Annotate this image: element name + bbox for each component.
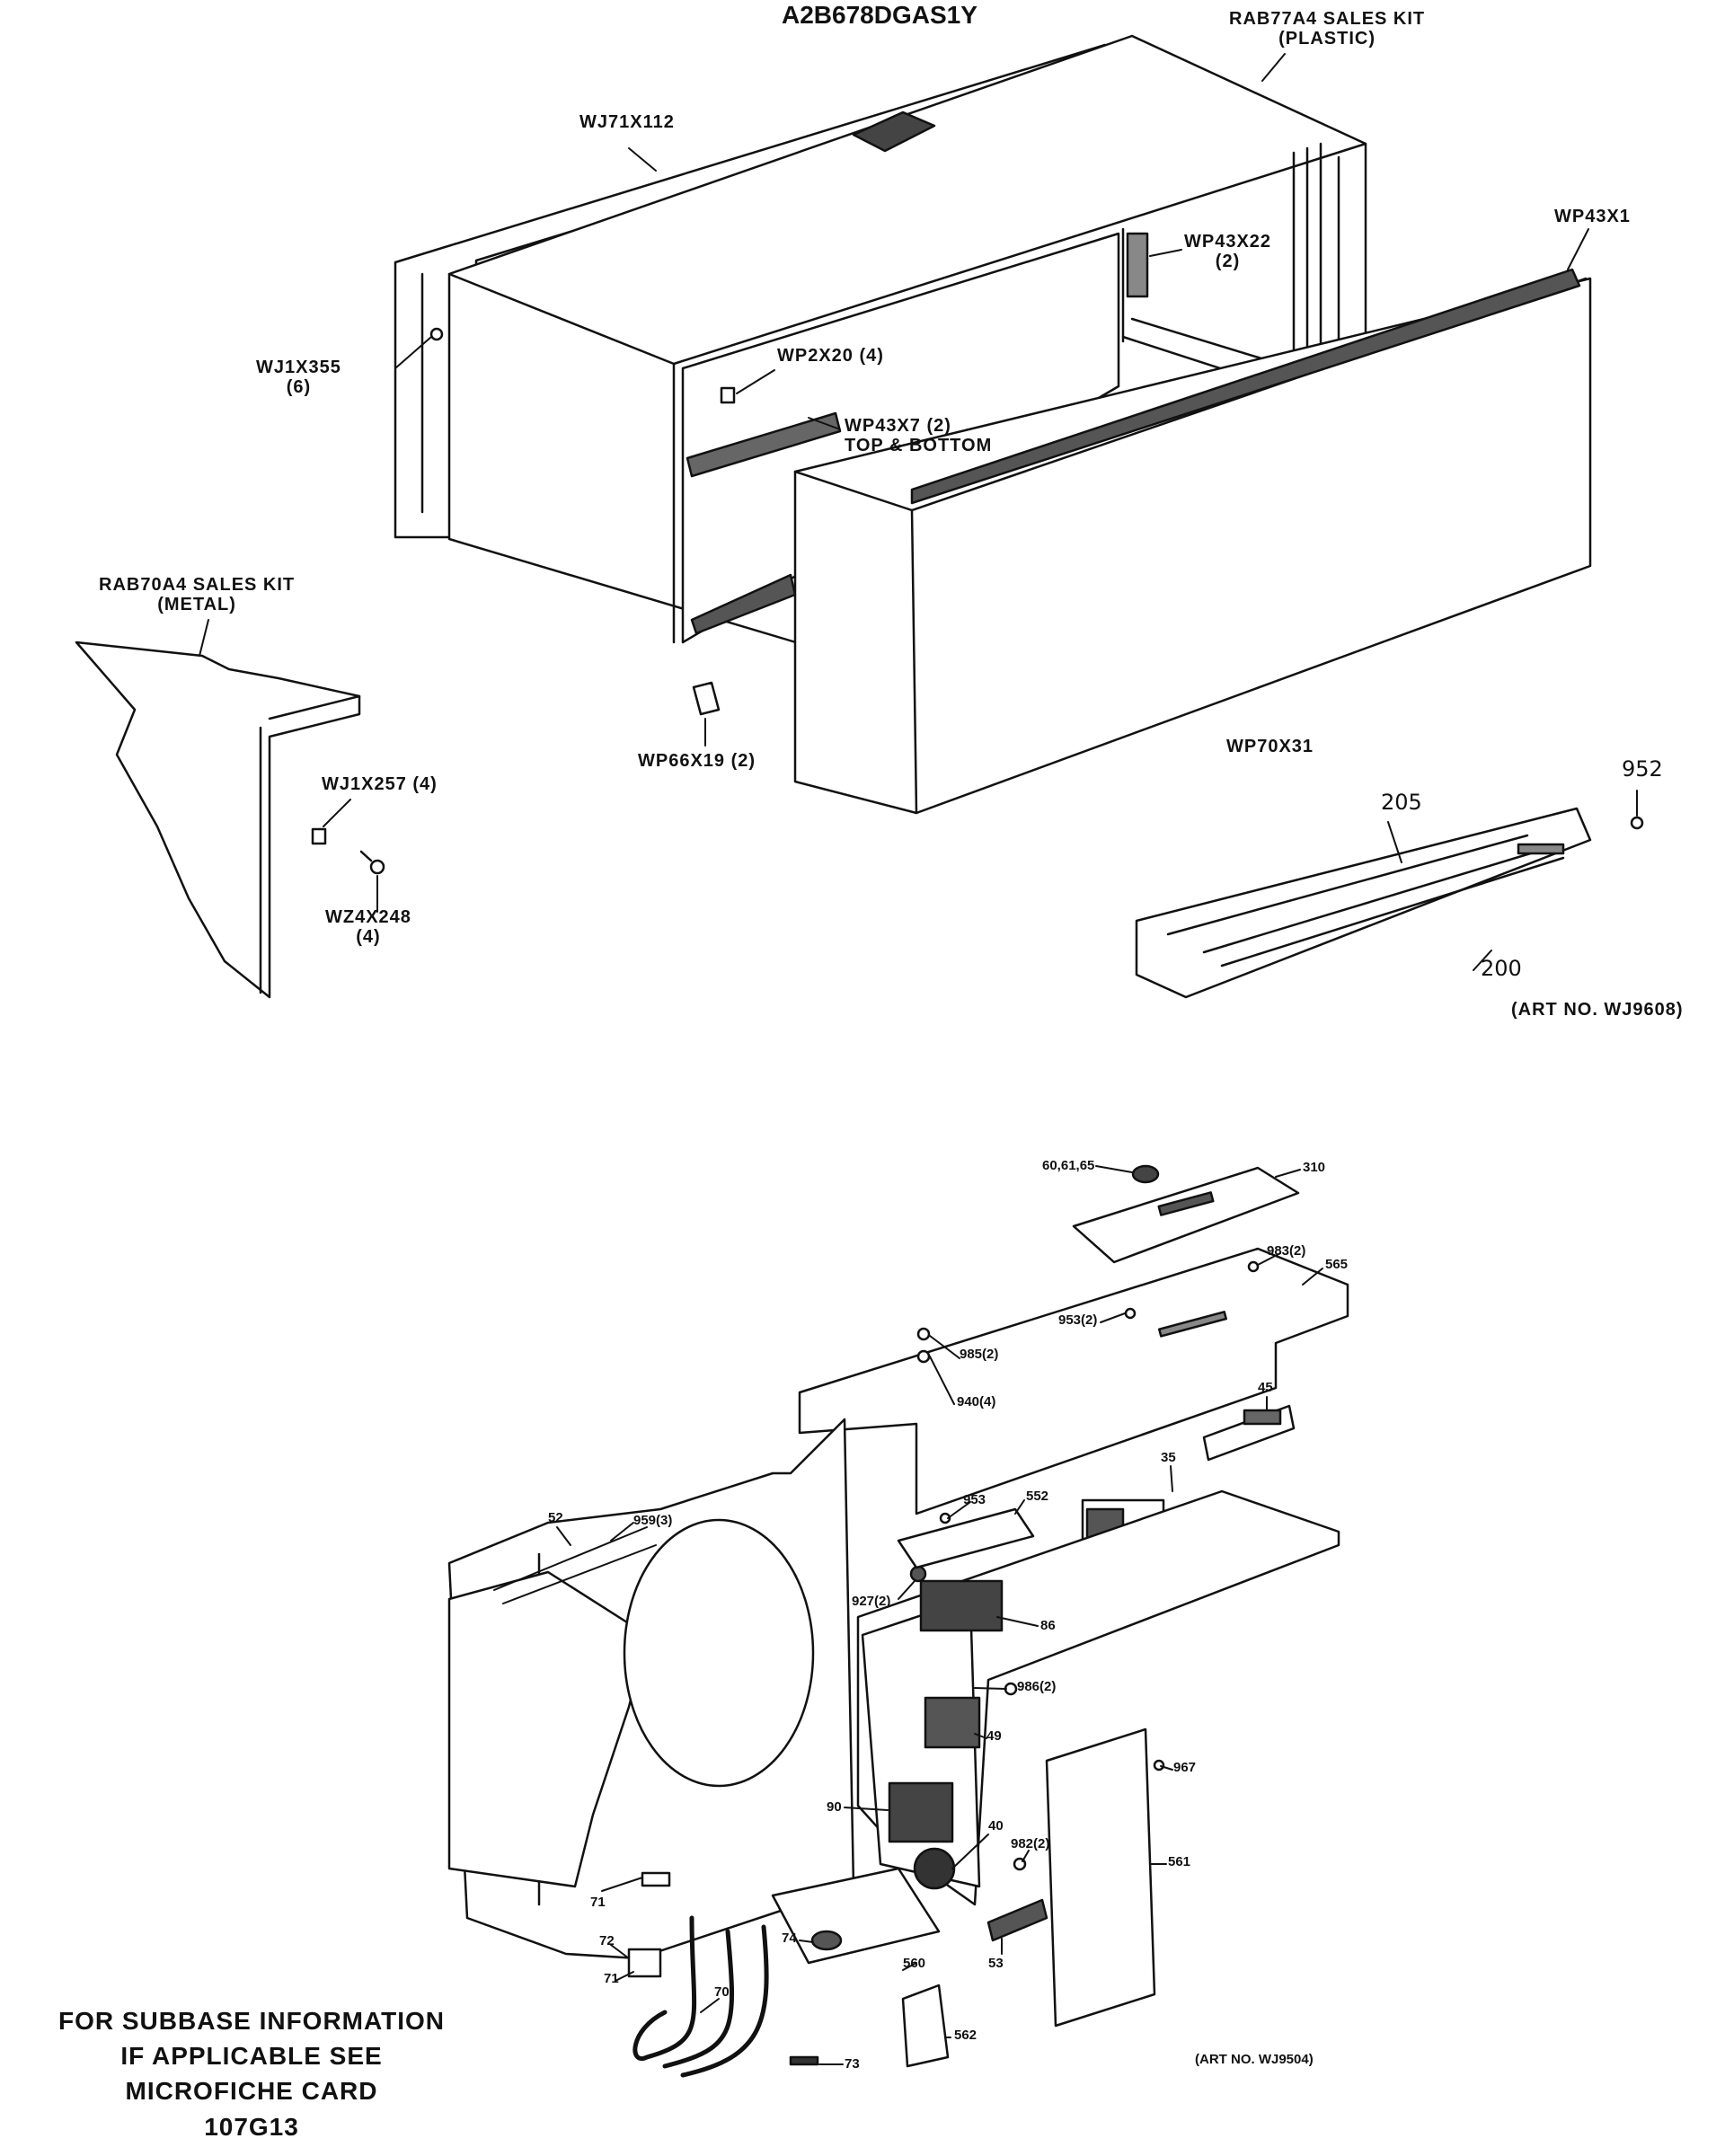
label-52: 52	[548, 1510, 563, 1525]
label-562: 562	[954, 2028, 978, 2043]
label-552: 552	[1026, 1489, 1049, 1504]
label-986: 986(2)	[1017, 1679, 1057, 1694]
label-wp66x19: WP66X19 (2)	[638, 751, 756, 771]
label-wj71x112: WJ71X112	[579, 112, 675, 132]
label-952: 952	[1622, 756, 1663, 782]
chassis-assembly	[447, 1164, 1349, 2078]
label-927: 927(2)	[852, 1594, 891, 1609]
label-wp43x22: WP43X22 (2)	[1184, 232, 1272, 271]
label-74: 74	[782, 1931, 797, 1946]
label-wp43x7: WP43X7 (2) TOP & BOTTOM	[845, 416, 993, 455]
label-53: 53	[988, 1956, 1004, 1971]
small-parts-upper	[311, 681, 1644, 875]
label-art-no-upper: (ART NO. WJ9608)	[1511, 1000, 1684, 1020]
label-45: 45	[1258, 1380, 1273, 1395]
label-561: 561	[1168, 1854, 1191, 1869]
label-rab70a4-sales-kit-metal: RAB70A4 SALES KIT (METAL)	[99, 575, 296, 614]
label-86: 86	[1040, 1618, 1056, 1633]
leader-lines-lower	[556, 1165, 1323, 2065]
label-35: 35	[1161, 1450, 1176, 1465]
label-wp43x1: WP43X1	[1554, 207, 1631, 226]
subbase-information-note: FOR SUBBASE INFORMATION IF APPLICABLE SE…	[58, 2007, 446, 2141]
label-982: 982(2)	[1011, 1836, 1050, 1851]
control-panel-assembly-200-205	[1135, 807, 1592, 999]
label-art-no-lower: (ART NO. WJ9504)	[1195, 2052, 1314, 2067]
label-560: 560	[903, 1956, 926, 1971]
label-wz4x248: WZ4X248 (4)	[325, 907, 411, 947]
label-49: 49	[986, 1728, 1002, 1744]
label-940: 940(4)	[957, 1394, 996, 1409]
label-205: 205	[1381, 790, 1422, 815]
model-number-title: A2B678DGAS1Y	[782, 1, 978, 29]
label-967: 967	[1173, 1760, 1197, 1775]
label-40: 40	[988, 1818, 1004, 1833]
label-rab77a4-sales-kit-plastic: RAB77A4 SALES KIT (PLASTIC)	[1229, 9, 1426, 49]
label-565: 565	[1325, 1257, 1349, 1272]
label-90: 90	[827, 1799, 842, 1815]
label-953: 953	[963, 1492, 986, 1507]
label-959: 959(3)	[633, 1513, 673, 1528]
label-73: 73	[845, 2056, 860, 2072]
label-71-a: 71	[590, 1895, 606, 1910]
label-70: 70	[714, 1984, 730, 2000]
label-71-b: 71	[604, 1971, 619, 1986]
label-72: 72	[599, 1933, 615, 1948]
label-983: 983(2)	[1267, 1243, 1306, 1259]
leader-lines-upper	[199, 53, 1638, 971]
label-985: 985(2)	[960, 1347, 999, 1362]
label-60-61-65: 60,61,65	[1042, 1158, 1095, 1173]
label-310: 310	[1303, 1160, 1326, 1175]
label-wj1x355: WJ1X355 (6)	[256, 358, 341, 397]
label-wj1x257: WJ1X257 (4)	[322, 774, 438, 794]
front-panel-wp70x31	[793, 268, 1592, 815]
label-953-2: 953(2)	[1058, 1312, 1098, 1328]
sales-kit-metal-panel	[75, 641, 361, 999]
label-200: 200	[1481, 956, 1522, 981]
label-wp2x20: WP2X20 (4)	[777, 346, 884, 366]
label-wp70x31: WP70X31	[1226, 737, 1314, 756]
